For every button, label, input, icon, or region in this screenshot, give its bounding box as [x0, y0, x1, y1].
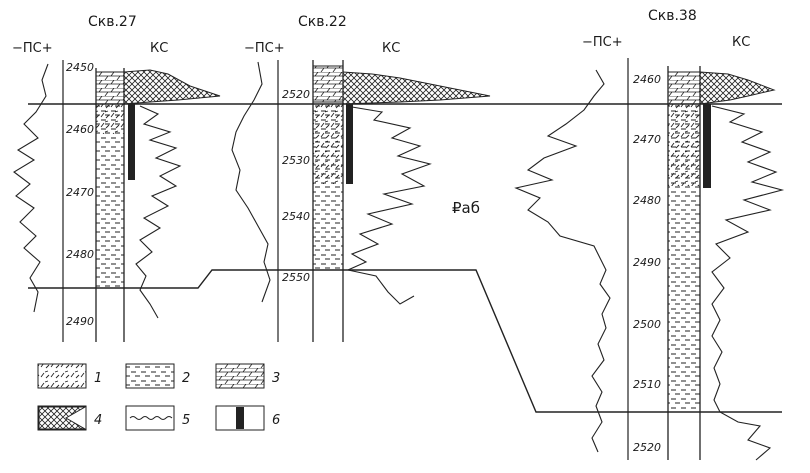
depth-label: 2470: [66, 186, 94, 199]
depth-label: 2460: [633, 73, 661, 86]
well-22-ps-curve: [231, 61, 271, 303]
well-38-ks-curve: [711, 105, 785, 461]
legend-number: 5: [182, 413, 190, 428]
well-38-perforation: [703, 104, 711, 188]
well-22-reservoir-wedge: [342, 71, 491, 105]
legend-item-5: 5: [125, 405, 190, 431]
well-27-ps-curve: [13, 63, 49, 313]
depth-label: 2540: [282, 210, 310, 223]
well-27-title: Скв.27: [88, 14, 137, 30]
well-38-title: Скв.38: [648, 8, 697, 24]
legend-item-2: 2: [125, 363, 190, 389]
well-22-sandstone: [313, 104, 343, 184]
well-38-sandstone: [668, 104, 700, 186]
well-38-depth-labels: 2460 2470 2480 2490 2500 2510 2520: [633, 73, 661, 454]
legend-number: 1: [94, 371, 102, 386]
well-38-ks-label: КС: [732, 35, 750, 50]
well-27-siltstone: [96, 104, 124, 290]
well-27-ks-curve: [135, 105, 182, 319]
well-22-title: Скв.22: [298, 14, 347, 30]
well-27-ks-label: КС: [150, 41, 168, 56]
depth-label: 2490: [633, 256, 661, 269]
well-38-reservoir-wedge: [699, 71, 776, 105]
depth-label: 2480: [66, 248, 94, 261]
well-27-reservoir-wedge: [123, 69, 221, 105]
depth-label: 2530: [282, 154, 310, 167]
well-22-ps-label: −ПС+: [244, 41, 285, 56]
legend-item-1: 1: [37, 363, 102, 389]
well-22-ks-curve: [345, 105, 432, 305]
legend: 1 2 3 4 5 6: [37, 363, 280, 431]
well-38-limestone: [667, 71, 701, 105]
legend-number: 4: [94, 413, 102, 428]
legend-item-3: 3: [215, 363, 280, 389]
well-38-ps-curve: [514, 69, 611, 453]
depth-label: 2520: [282, 88, 310, 101]
well-22-perforation: [346, 104, 353, 184]
well-27-limestone: [95, 71, 125, 105]
formation-label: ₽аб: [452, 199, 480, 217]
well-38-ps-label: −ПС+: [582, 35, 623, 50]
well-27-sandstone: [96, 104, 124, 134]
legend-number: 6: [272, 413, 280, 428]
depth-label: 2500: [633, 318, 661, 331]
well-22-depth-labels: 2520 2530 2540 2550: [282, 88, 310, 284]
legend-number: 3: [272, 371, 280, 386]
depth-label: 2490: [66, 315, 94, 328]
depth-label: 2550: [282, 271, 310, 284]
depth-label: 2470: [633, 133, 661, 146]
well-27-perforation: [128, 104, 135, 180]
legend-number: 2: [182, 371, 190, 386]
well-27-ps-label: −ПС+: [12, 41, 53, 56]
well-38: Скв.38 −ПС+ КС 2460 2470 2480 2490 2500 …: [514, 8, 785, 461]
depth-label: 2460: [66, 123, 94, 136]
legend-item-6: 6: [215, 405, 280, 431]
depth-label: 2510: [633, 378, 661, 391]
legend-item-4: 4: [37, 405, 102, 431]
well-22-ks-label: КС: [382, 41, 400, 56]
depth-label: 2520: [633, 441, 661, 454]
well-27-depth-labels: 2450 2460 2470 2480 2490: [66, 61, 94, 328]
well-27: Скв.27 −ПС+ КС 2450 2460 2470 2480 2490: [12, 14, 221, 342]
reservoir-bottom-correlation-line: [28, 269, 782, 413]
depth-label: 2480: [633, 194, 661, 207]
well-22-limestone: [312, 65, 344, 103]
well-22: Скв.22 −ПС+ КС 2520 2530 2540 2550: [231, 14, 491, 342]
depth-label: 2450: [66, 61, 94, 74]
